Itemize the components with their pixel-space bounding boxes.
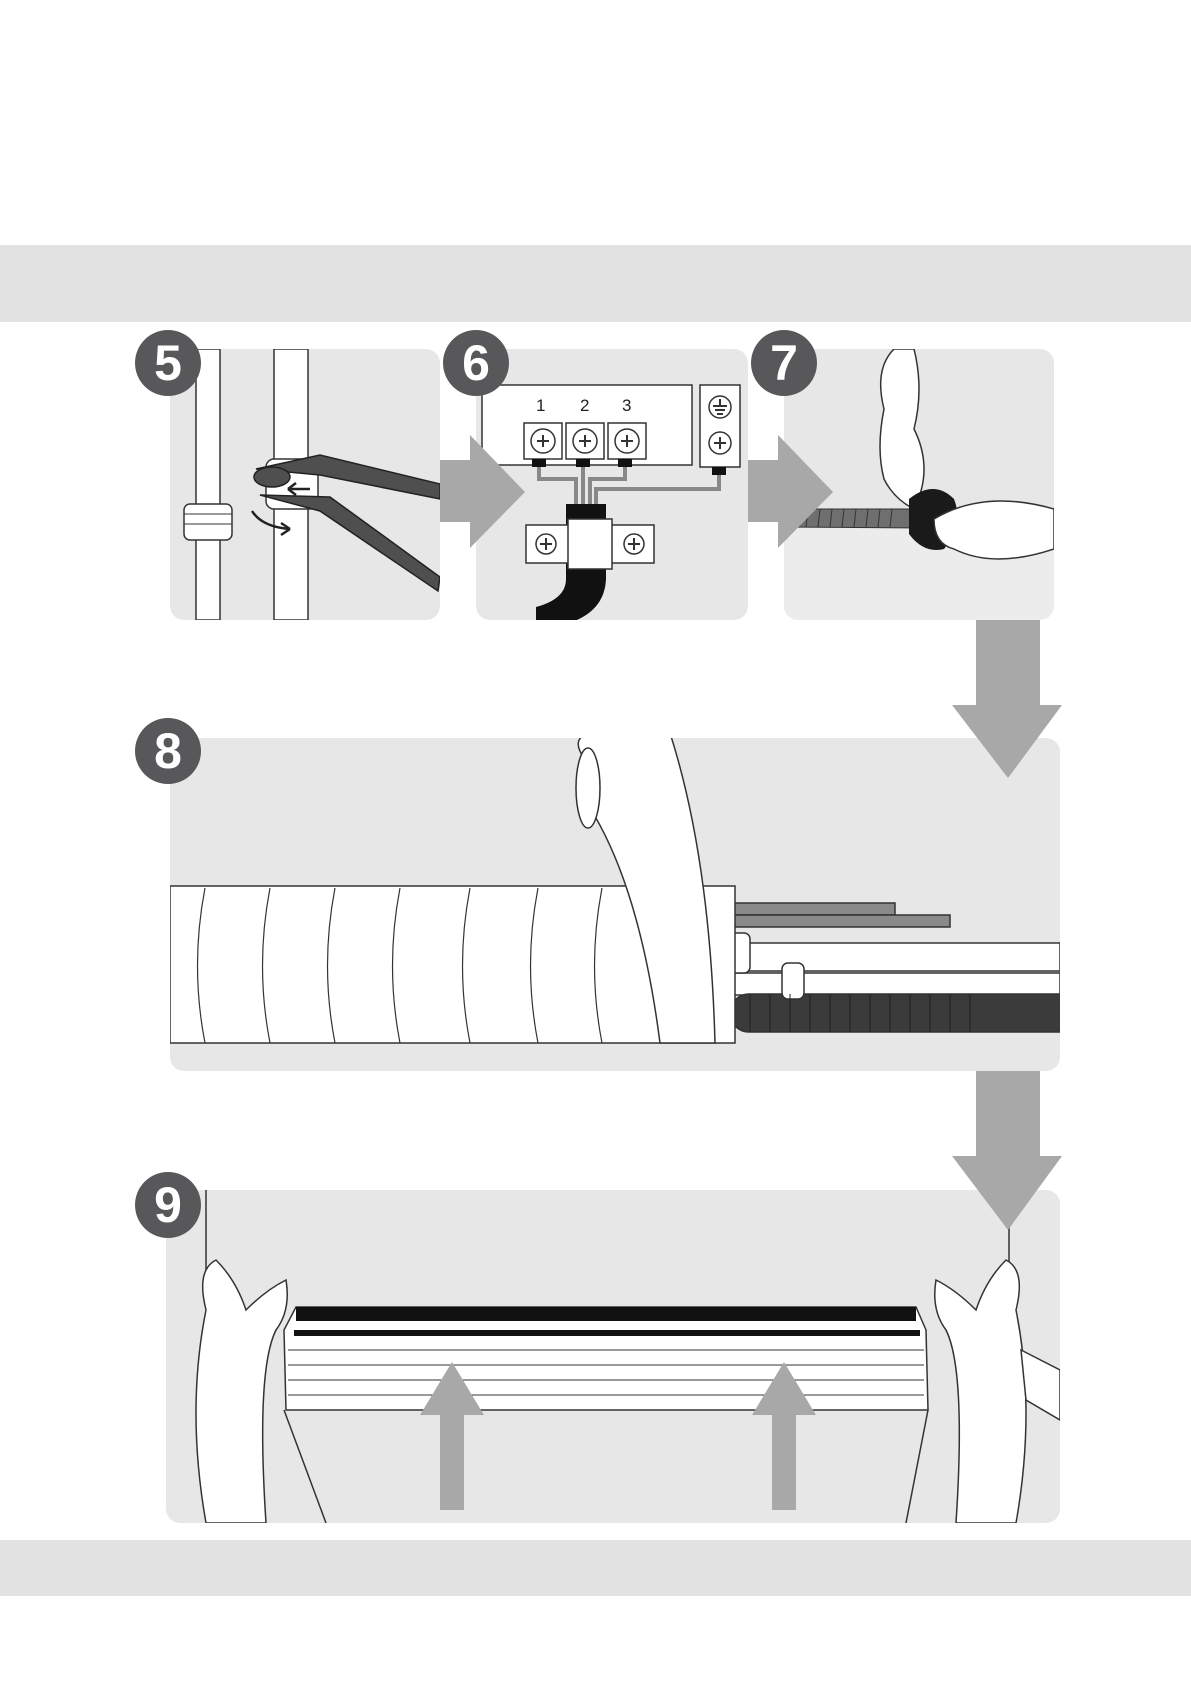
step-7-badge: 7	[751, 330, 817, 396]
terminal-block-wiring-icon: 1 2 3	[476, 349, 748, 620]
step-9-badge: 9	[135, 1172, 201, 1238]
terminal-label-3: 3	[622, 396, 631, 415]
step-8-panel	[170, 738, 1060, 1071]
step-7-panel	[784, 349, 1054, 620]
header-band	[0, 245, 1191, 322]
pipe-wrench-fitting-icon	[170, 349, 440, 620]
tape-wrap-hands-icon	[784, 349, 1054, 620]
step-9-panel	[166, 1190, 1060, 1523]
step-6-badge: 6	[443, 330, 509, 396]
wrapped-pipe-bundle-icon	[170, 738, 1060, 1071]
step-5-badge: 5	[135, 330, 201, 396]
footer-band	[0, 1540, 1191, 1596]
hands-mount-unit-icon	[166, 1190, 1060, 1523]
step-6-panel: 1 2 3	[476, 349, 748, 620]
terminal-label-2: 2	[580, 396, 589, 415]
step-5-panel	[170, 349, 440, 620]
step-8-badge: 8	[135, 718, 201, 784]
terminal-label-1: 1	[536, 396, 545, 415]
